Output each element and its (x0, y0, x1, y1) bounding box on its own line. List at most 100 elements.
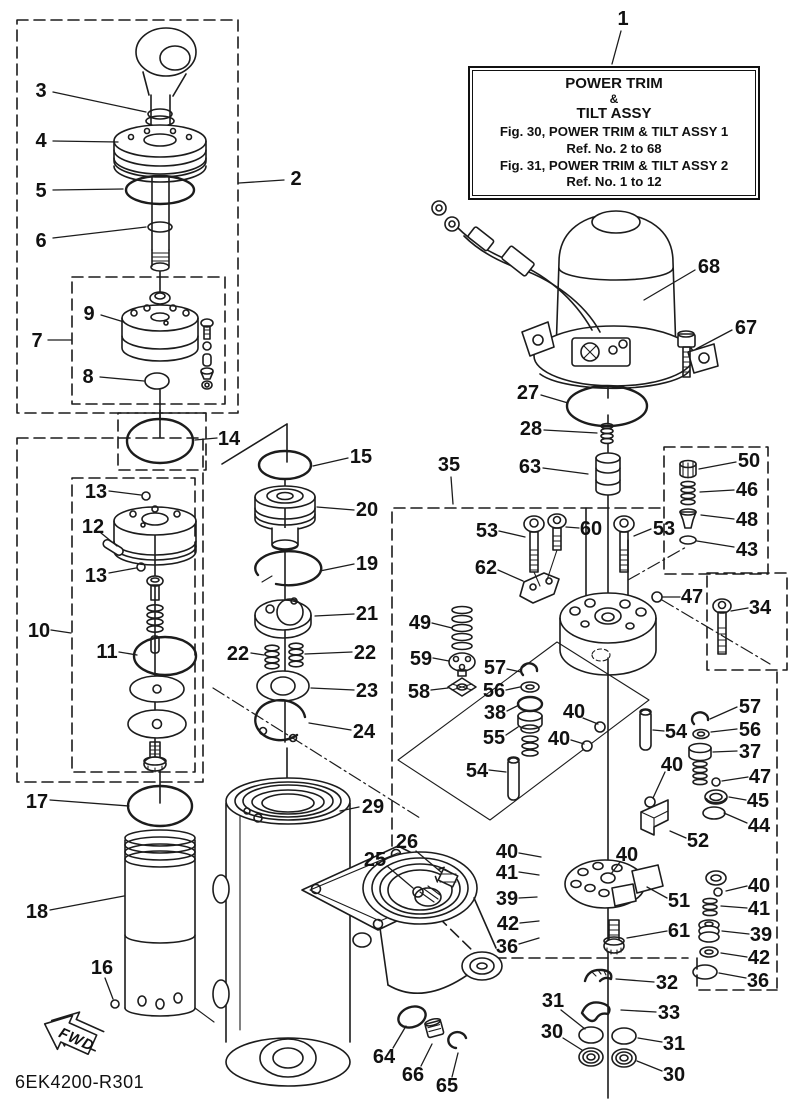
leader-line-13 (108, 567, 137, 574)
callout-42: 42 (748, 947, 770, 969)
callout-13: 13 (85, 565, 107, 587)
callout-12: 12 (82, 516, 104, 538)
tilt-piston-group (121, 291, 214, 390)
leader-line-41 (720, 905, 748, 909)
leader-line-56 (505, 686, 521, 691)
leader-line-37 (712, 750, 738, 753)
leader-line-66 (420, 1043, 433, 1067)
callout-60: 60 (580, 518, 602, 540)
figure-30-refs: Ref. No. 2 to 68 (566, 140, 662, 156)
callout-1: 1 (617, 8, 628, 30)
leader-line-53 (498, 530, 526, 538)
leader-line-36 (518, 937, 540, 945)
callout-9: 9 (83, 303, 94, 325)
leader-line-60 (565, 526, 580, 529)
leader-line-64 (392, 1025, 407, 1049)
leader-line-24 (308, 722, 352, 731)
callout-21: 21 (356, 603, 378, 625)
leader-line-57 (709, 706, 738, 720)
callout-68: 68 (698, 256, 720, 278)
callout-44: 44 (748, 815, 771, 837)
leader-line-40 (570, 739, 585, 745)
leader-line-22 (304, 651, 353, 655)
leader-line-20 (316, 506, 355, 511)
callout-62: 62 (475, 557, 497, 579)
leader-line-23 (310, 687, 355, 691)
callout-2: 2 (290, 168, 301, 190)
leader-line-40 (518, 852, 542, 858)
callout-67: 67 (735, 317, 757, 339)
callout-45: 45 (747, 790, 769, 812)
callout-54: 54 (665, 721, 688, 743)
callout-57: 57 (739, 696, 761, 718)
callout-5: 5 (35, 180, 46, 202)
callout-54: 54 (466, 760, 489, 782)
callout-24: 24 (353, 721, 376, 743)
tilt-ram-assembly (113, 27, 207, 272)
leader-line-31 (637, 1037, 663, 1043)
callout-27: 27 (517, 382, 539, 404)
leader-line-8 (99, 376, 145, 382)
leader-line-44 (723, 812, 748, 824)
callout-56: 56 (483, 680, 505, 702)
leader-line-41 (518, 871, 540, 876)
leader-line-40 (610, 861, 621, 875)
leader-line-26 (415, 850, 442, 873)
leader-line-11 (118, 651, 138, 656)
leader-line-36 (718, 972, 747, 979)
leader-line-9 (100, 314, 125, 323)
callout-15: 15 (350, 446, 372, 468)
leader-line-67 (695, 329, 733, 350)
leader-line-30 (562, 1037, 583, 1051)
leader-line-59 (432, 657, 450, 662)
callout-50: 50 (738, 450, 760, 472)
leader-line-52 (669, 830, 687, 839)
callout-49: 49 (409, 612, 431, 634)
leader-line-33 (620, 1009, 657, 1013)
callout-18: 18 (26, 901, 48, 923)
callout-28: 28 (520, 418, 542, 440)
leader-line-35 (450, 476, 454, 505)
callout-36: 36 (747, 970, 769, 992)
callout-43: 43 (736, 539, 758, 561)
gear-pump-group (564, 859, 664, 1068)
bolt-34 (712, 598, 732, 655)
trim-cylinder-group (110, 784, 215, 1023)
leader-line-39 (721, 930, 750, 935)
callout-14: 14 (218, 428, 241, 450)
leader-line-57 (506, 668, 522, 673)
cylinder-head-column (254, 449, 323, 743)
leader-line-15 (312, 457, 349, 467)
leader-line-32 (615, 978, 655, 983)
callout-36: 36 (496, 936, 518, 958)
callout-46: 46 (736, 479, 758, 501)
callout-13: 13 (85, 481, 107, 503)
callout-17: 17 (26, 791, 48, 813)
callout-64: 64 (373, 1046, 396, 1068)
callout-41: 41 (496, 862, 518, 884)
callout-25: 25 (364, 849, 386, 871)
callout-23: 23 (356, 680, 378, 702)
figure-31-caption: Fig. 31, POWER TRIM & TILT ASSY 2 (499, 157, 729, 173)
callout-47: 47 (749, 766, 771, 788)
leader-line-63 (542, 467, 589, 475)
leader-line-34 (730, 607, 749, 612)
leader-line-10 (50, 629, 72, 634)
callout-31: 31 (542, 990, 564, 1012)
callout-53: 53 (653, 518, 675, 540)
group-frames (16, 19, 788, 991)
leader-line-30 (636, 1060, 663, 1072)
leader-line-29 (339, 806, 360, 812)
leader-line-58 (430, 687, 449, 691)
leader-line-40 (725, 885, 748, 892)
callout-26: 26 (396, 831, 418, 853)
oring-14 (125, 417, 195, 465)
leader-line-40 (582, 717, 599, 725)
leader-line-2 (238, 179, 285, 184)
callout-51: 51 (668, 890, 690, 912)
callout-39: 39 (496, 888, 518, 910)
callout-30: 30 (663, 1064, 685, 1086)
